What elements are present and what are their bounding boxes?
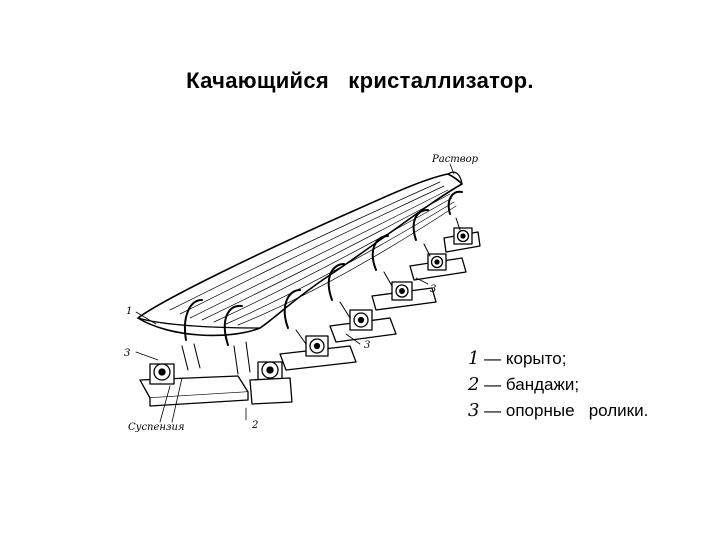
- crystallizer-drawing: Раствор 1 3 3 3 2 Суспензия: [124, 154, 481, 433]
- callout-1: 1: [126, 306, 132, 317]
- trough: [137, 171, 463, 337]
- bandages: [184, 190, 463, 346]
- callout-3-right: 3: [430, 284, 436, 295]
- legend-num: 3: [468, 400, 480, 421]
- legend-item: 2 — бандажи;: [468, 372, 648, 398]
- callouts: [135, 163, 455, 423]
- legend: 1 — корыто; 2 — бандажи; 3 — опорные рол…: [468, 346, 648, 424]
- callout-3-mid: 3: [364, 340, 370, 351]
- support-legs: [181, 217, 461, 375]
- label-solution: Раствор: [431, 154, 479, 165]
- label-suspension: Суспензия: [128, 422, 185, 433]
- callout-2: 2: [251, 420, 258, 431]
- callout-3-left: 3: [124, 348, 130, 359]
- legend-text: — опорные ролики.: [479, 401, 649, 420]
- page-title: Качающийся кристаллизатор.: [186, 68, 534, 93]
- legend-num: 2: [468, 374, 480, 395]
- legend-item: 3 — опорные ролики.: [468, 398, 648, 424]
- legend-text: — корыто;: [479, 349, 567, 368]
- legend-num: 1: [468, 348, 480, 369]
- legend-text: — бандажи;: [479, 375, 580, 394]
- legend-item: 1 — корыто;: [468, 346, 648, 372]
- roller-supports: [139, 227, 481, 407]
